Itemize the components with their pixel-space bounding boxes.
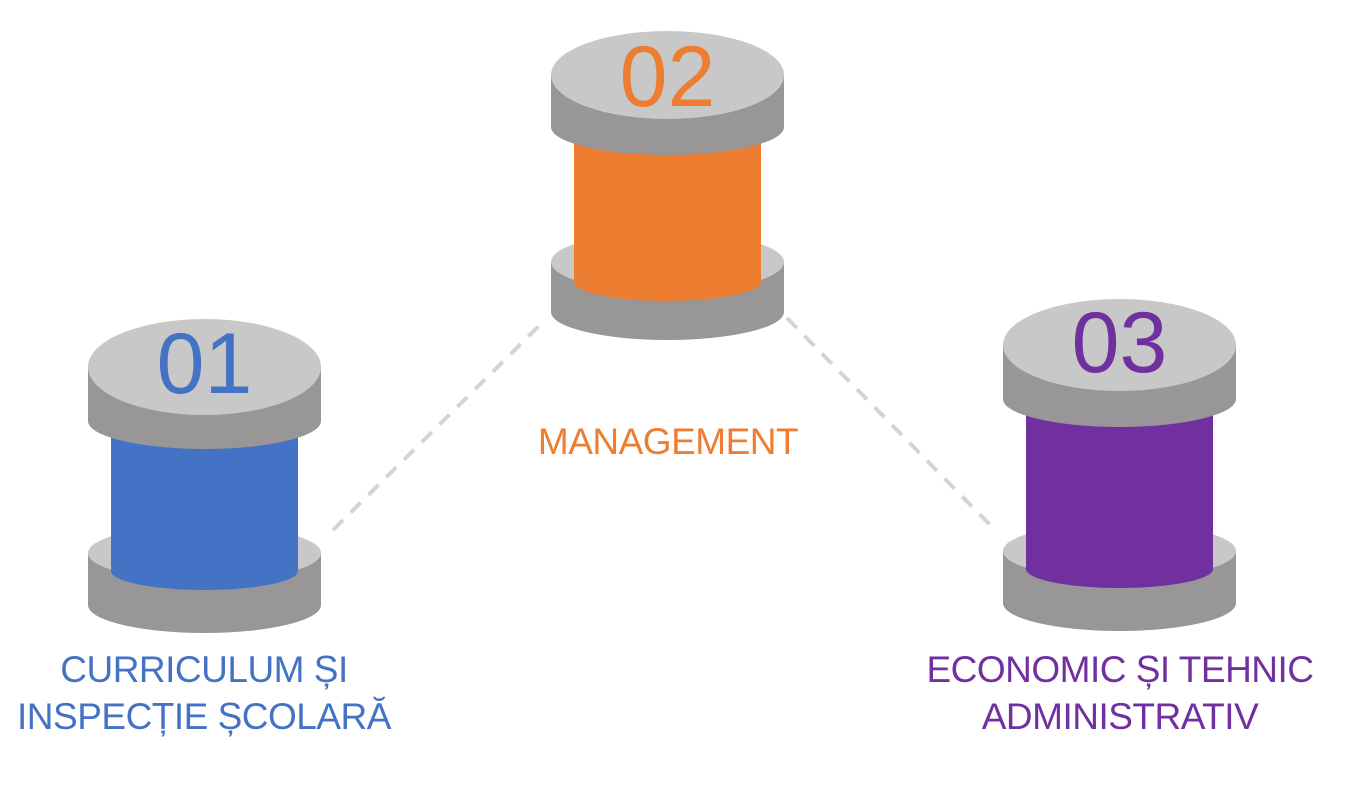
label-02: MANAGEMENT: [478, 418, 858, 465]
pillar-01: 01: [88, 316, 321, 633]
label-01-line-2: INSPECȚIE ȘCOLARĂ: [17, 696, 391, 737]
label-01: CURRICULUM ȘI INSPECȚIE ȘCOLARĂ: [14, 646, 394, 740]
label-03-line-2: ADMINISTRATIV: [981, 696, 1259, 737]
pillar-02-number: 02: [620, 29, 716, 125]
label-02-line-1: MANAGEMENT: [537, 421, 799, 462]
pillar-02-top-disc: [551, 31, 784, 155]
pillar-03: 03: [1003, 295, 1236, 631]
pillar-02-body: [574, 128, 761, 301]
pillar-02: 02: [551, 29, 784, 340]
pillar-01-number: 01: [157, 316, 253, 412]
pillar-03-body: [1026, 408, 1213, 588]
label-03-line-1: ECONOMIC ȘI TEHNIC: [926, 649, 1314, 690]
pillar-03-number: 03: [1072, 295, 1168, 391]
pillar-03-top-disc: [1003, 299, 1236, 427]
label-03: ECONOMIC ȘI TEHNIC ADMINISTRATIV: [900, 646, 1340, 740]
pillar-01-top-disc: [88, 319, 321, 449]
label-01-line-1: CURRICULUM ȘI: [60, 649, 348, 690]
